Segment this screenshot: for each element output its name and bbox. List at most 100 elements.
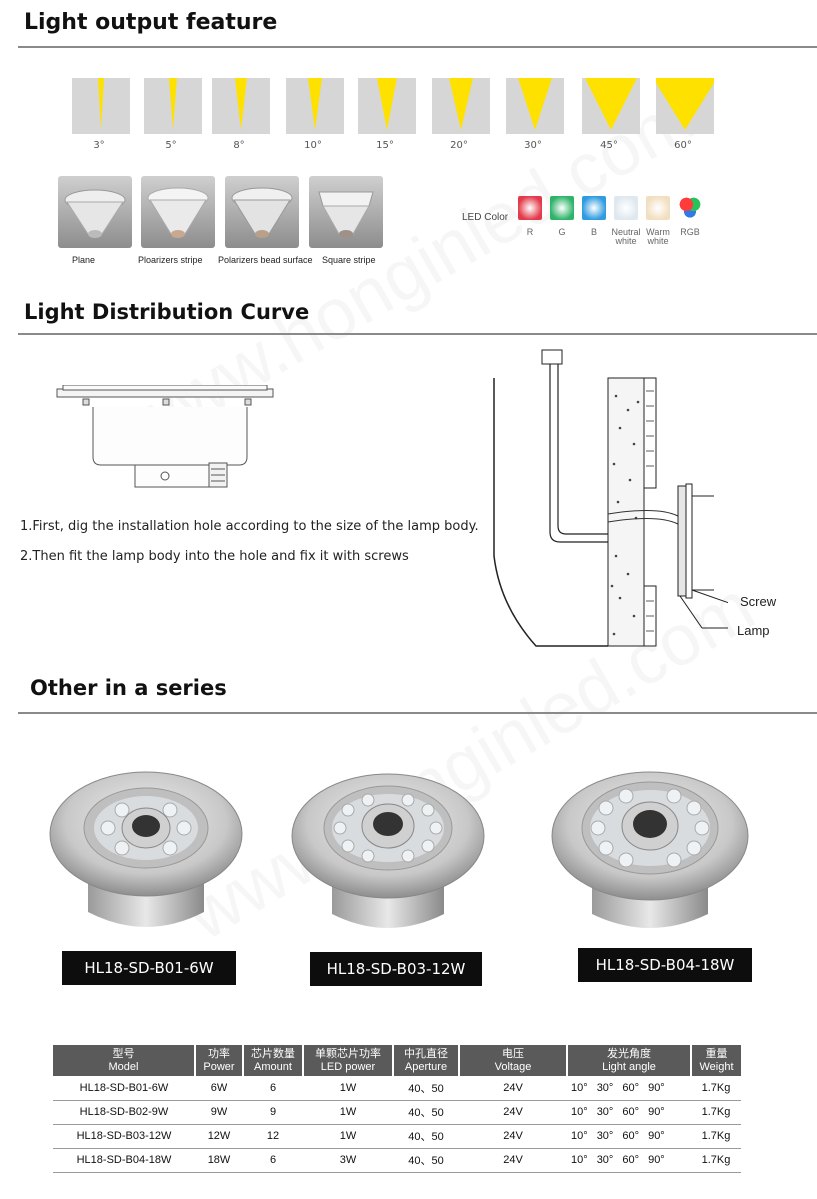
led-color-swatch [582,196,606,220]
spec-table-cell: 24V [459,1148,567,1173]
lens-polarizers-stripe-image [141,176,215,248]
beam-angle-label: 15° [376,140,394,151]
spec-table-cell: HL18-SD-B02-9W [53,1100,195,1125]
section-title-distribution: Light Distribution Curve [24,300,310,324]
section-divider [18,333,817,335]
spec-table-cell: HL18-SD-B04-18W [53,1148,195,1173]
light-beam-shape [656,78,714,130]
beam-angle-diagram [358,78,416,134]
spec-table-cell: 12 [243,1124,303,1149]
beam-angle-label: 20° [450,140,468,151]
light-beam-shape [308,78,322,130]
spec-table-cell: 10° 30° 60° 90° [567,1076,691,1101]
beam-angle-label: 30° [524,140,542,151]
spec-table-cell: 40、50 [393,1100,459,1125]
led-color-swatch [646,196,670,220]
spec-table-cell: 24V [459,1076,567,1101]
led-color-label: RGB [680,227,700,237]
spec-table-cell: 24V [459,1100,567,1125]
spec-table-cell: 9 [243,1100,303,1125]
beam-angle-label: 45° [600,140,618,151]
callout-screw: Screw [740,594,777,609]
lens-label: Polarizers bead surface [218,255,313,265]
spec-table-cell: 10° 30° 60° 90° [567,1100,691,1125]
beam-angle-label: 3° [93,140,105,151]
callout-lamp: Lamp [737,623,770,638]
lens-label: Ploarizers stripe [138,255,203,265]
beam-angle-label: 8° [233,140,245,151]
light-beam-shape [98,78,104,130]
spec-table-cell: 40、50 [393,1076,459,1101]
led-color-title: LED Color [462,212,509,223]
spec-table-cell: HL18-SD-B01-6W [53,1076,195,1101]
lens-label: Plane [72,255,96,265]
spec-table-cell: 18W [195,1148,243,1173]
spec-table-cell: 12W [195,1124,243,1149]
spec-table-cell: 24V [459,1124,567,1149]
model-tag-b01: HL18-SD-B01-6W [62,951,236,985]
product-image-b03 [291,773,485,928]
model-tag-b04: HL18-SD-B04-18W [578,948,752,982]
spec-table-cell: 1.7Kg [691,1148,741,1173]
lens-polarizers-bead-image [225,176,299,248]
product-image-b01 [49,771,243,927]
light-beam-shape [449,78,473,130]
spec-table-cell: 40、50 [393,1148,459,1173]
beam-angle-diagram [432,78,490,134]
led-color-swatch [518,196,542,220]
spec-table-cell: 1W [303,1124,393,1149]
light-beam-shape [235,78,247,130]
lens-square-stripe-image [309,176,383,248]
section-title-light-output: Light output feature [24,10,278,35]
beam-angle-diagram [72,78,130,134]
instruction-step-2: 2.Then fit the lamp body into the hole a… [20,549,409,564]
led-color-swatch [550,196,574,220]
instruction-step-1: 1.First, dig the installation hole accor… [20,519,479,534]
spec-table-cell: 40、50 [393,1124,459,1149]
section-divider [18,712,817,714]
spec-table-cell: 10° 30° 60° 90° [567,1148,691,1173]
lamp-side-view-drawing [56,385,274,488]
lens-plane-image [58,176,132,248]
spec-table-cell: 1.7Kg [691,1076,741,1101]
beam-angle-diagram [582,78,640,134]
led-color-label: Neutral white [611,227,641,246]
spec-table-cell: 3W [303,1148,393,1173]
spec-table-cell: 6 [243,1076,303,1101]
spec-table-cell: 6W [195,1076,243,1101]
spec-table-cell: 6 [243,1148,303,1173]
light-beam-shape [169,78,177,130]
lens-label: Square stripe [322,255,376,265]
led-color-label: G [558,227,566,237]
spec-table-cell: 10° 30° 60° 90° [567,1124,691,1149]
section-divider [18,46,817,48]
light-beam-shape [518,78,552,130]
product-image-b04 [551,771,749,928]
section-title-series: Other in a series [30,676,227,700]
spec-table-cell: 1.7Kg [691,1100,741,1125]
spec-table-cell: 1W [303,1100,393,1125]
installation-cross-section-diagram [493,349,728,647]
spec-table-cell: HL18-SD-B03-12W [53,1124,195,1149]
beam-angle-label: 5° [165,140,177,151]
spec-table-cell: 1W [303,1076,393,1101]
model-tag-b03: HL18-SD-B03-12W [310,952,482,986]
light-beam-shape [585,78,637,130]
beam-angle-diagram [506,78,564,134]
led-color-label: Warm white [646,227,670,246]
spec-table-cell: 9W [195,1100,243,1125]
led-color-label: R [526,227,534,237]
light-beam-shape [377,78,397,130]
